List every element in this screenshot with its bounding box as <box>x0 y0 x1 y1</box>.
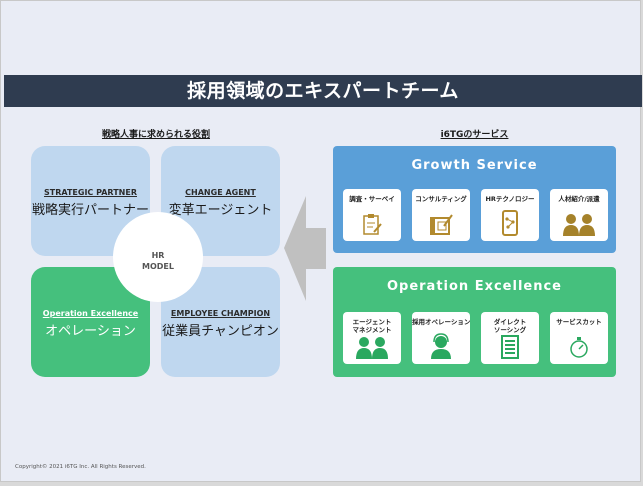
service-card-recruiting-operation[interactable]: 採用オペレーション <box>412 312 470 364</box>
page-title: 採用領域のエキスパートチーム <box>4 75 642 107</box>
hr-model-circle: HR MODEL <box>113 212 203 302</box>
blueprint-icon <box>430 214 453 235</box>
right-section-heading: i6TGのサービス <box>440 130 509 140</box>
service-card-direct-sourcing[interactable]: ダイレクトソーシング <box>481 312 539 364</box>
list-icon <box>501 335 519 359</box>
quadrant-strategic-partner: STRATEGIC PARTNER 戦略実行パートナー <box>31 146 150 256</box>
left-section-heading: 戦略人事に求められる役割 <box>101 130 210 140</box>
operation-excellence-panel: Operation Excellence エージェントマネジメント 採用オペレー… <box>333 267 616 377</box>
stopwatch-icon <box>570 337 588 358</box>
smartphone-icon <box>502 210 518 236</box>
growth-service-panel: Growth Service 調査・サーベイ コンサルティング <box>333 146 616 253</box>
left-arrow-icon <box>284 196 326 301</box>
service-card-agent-management[interactable]: エージェントマネジメント <box>343 312 401 364</box>
people-icon <box>356 337 388 359</box>
service-card-survey[interactable]: 調査・サーベイ <box>343 189 401 241</box>
service-card-staffing[interactable]: 人材紹介/派遣 <box>550 189 608 241</box>
copyright: Copyright© 2021 i6TG Inc. All Rights Res… <box>15 464 146 470</box>
service-card-consulting[interactable]: コンサルティング <box>412 189 470 241</box>
people-icon <box>563 214 595 236</box>
service-card-service-cut[interactable]: サービスカット <box>550 312 608 364</box>
service-card-hr-technology[interactable]: HRテクノロジー <box>481 189 539 241</box>
clipboard-icon <box>363 214 382 235</box>
growth-service-title: Growth Service <box>411 158 538 173</box>
operation-excellence-title: Operation Excellence <box>386 279 563 294</box>
headset-icon <box>431 333 451 359</box>
